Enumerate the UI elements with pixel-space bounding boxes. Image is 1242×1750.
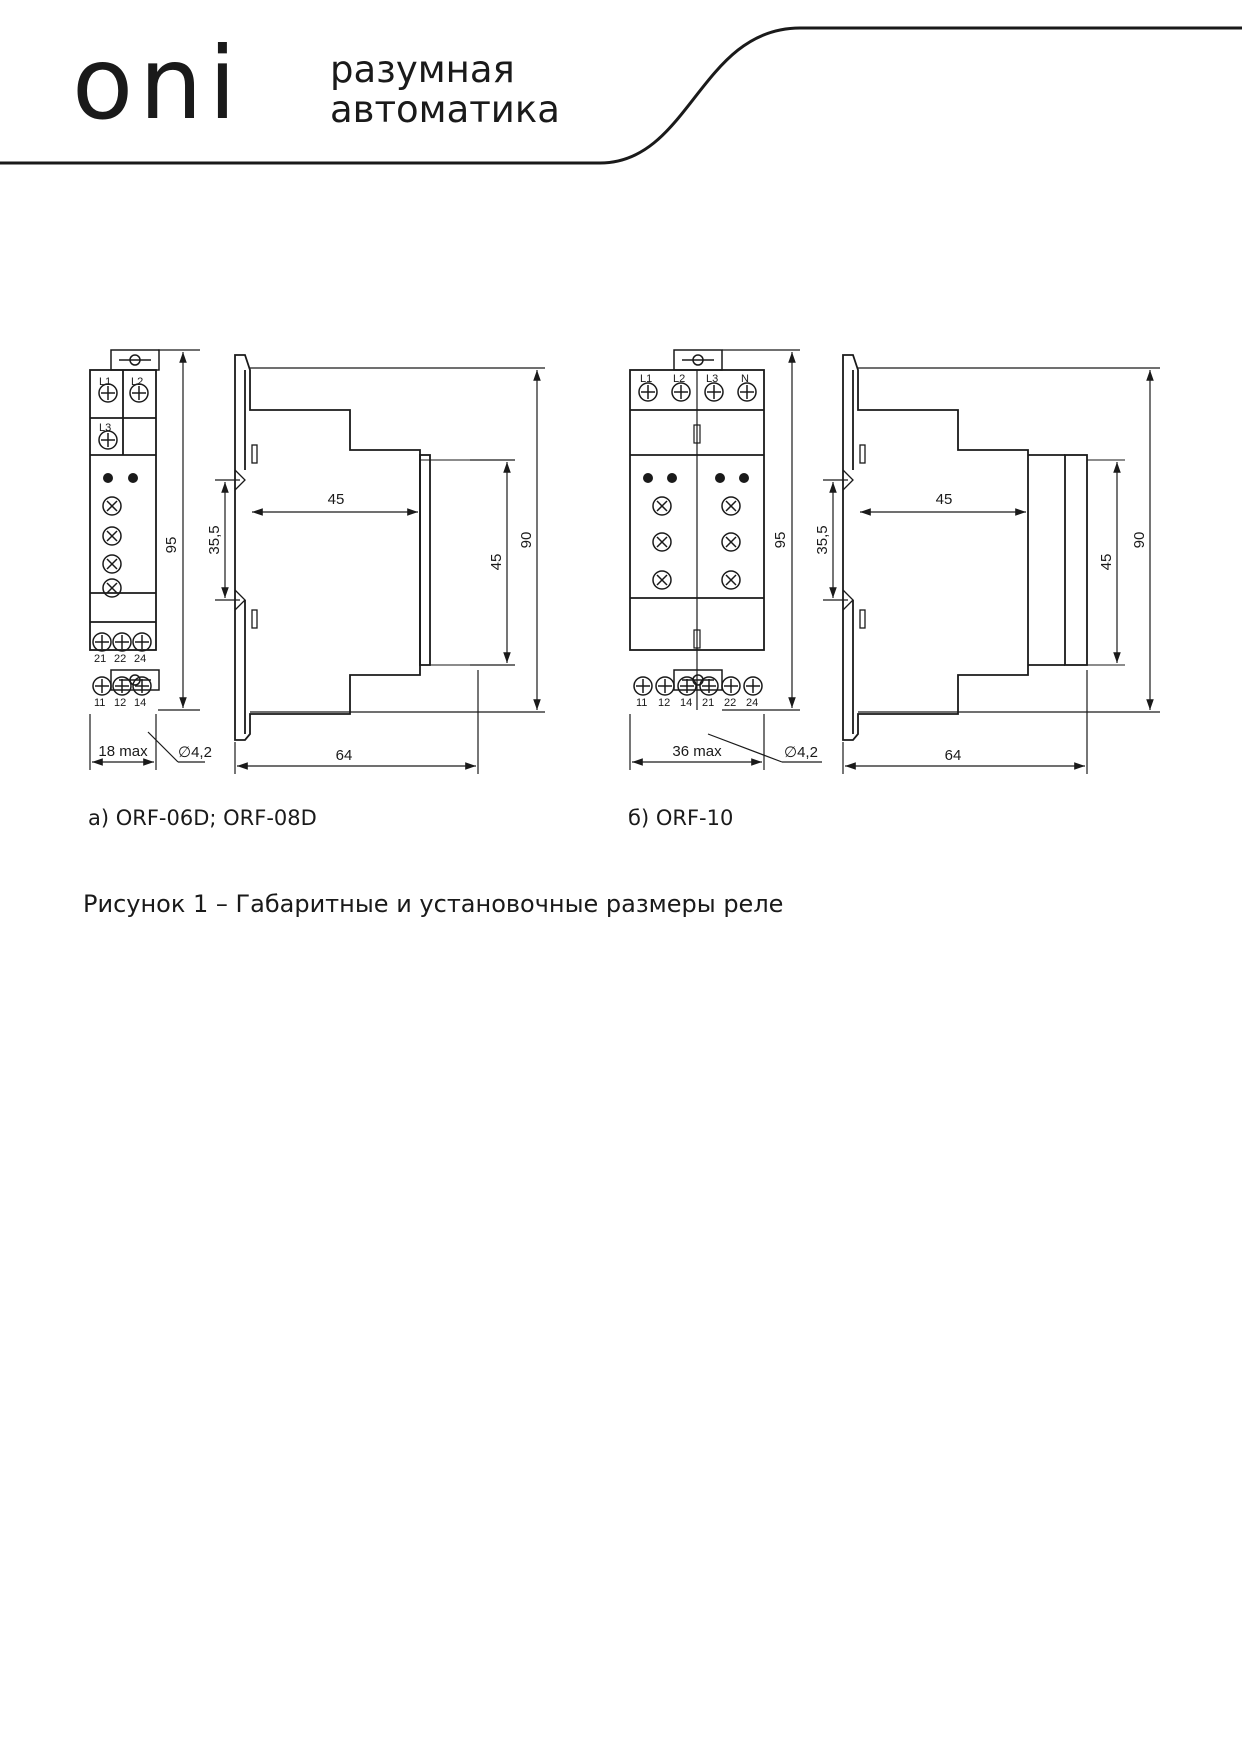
fig-a-terminal-12: 12 (114, 697, 126, 709)
fig-b-dim-rail: 35,5 (814, 525, 831, 554)
fig-a-dim-depth-upper: 45 (328, 491, 345, 508)
fig-b-terminal-21: 21 (702, 697, 714, 709)
fig-b-terminal-14: 14 (680, 697, 692, 709)
tagline-line-1: разумная (330, 48, 515, 91)
dimension-drawings: L1 L2 L3 21 22 24 11 12 14 95 18 max ∅4,… (89, 349, 1160, 774)
fig-a-terminal-14: 14 (134, 697, 146, 709)
figure-a-front-view (89, 349, 160, 691)
figure-b-front-view (629, 349, 765, 710)
figure-a-caption: а) ORF-06D; ORF-08D (88, 806, 317, 830)
fig-a-terminal-21: 21 (94, 653, 106, 665)
figure-b-caption: б) ORF-10 (628, 806, 734, 830)
fig-b-dim-depth-upper: 45 (936, 491, 953, 508)
fig-a-dim-width: 18 max (98, 743, 148, 760)
fig-b-terminal-24: 24 (746, 697, 758, 709)
fig-b-dim-depth-total: 64 (945, 747, 962, 764)
fig-a-dim-body-height: 90 (518, 532, 535, 549)
fig-b-terminal-l2: L2 (673, 373, 685, 385)
fig-b-dim-hole: ∅4,2 (784, 744, 818, 761)
fig-b-terminal-l3: L3 (706, 373, 718, 385)
brand-tagline: разумная автоматика (330, 50, 560, 130)
fig-a-terminal-l2: L2 (131, 376, 143, 388)
figure-title: Рисунок 1 – Габаритные и установочные ра… (83, 890, 784, 918)
fig-a-terminal-l1: L1 (99, 376, 111, 388)
fig-a-dim-rail: 35,5 (206, 525, 223, 554)
fig-b-terminal-11: 11 (636, 697, 647, 709)
header-band (0, 26, 1242, 165)
fig-b-terminal-n: N (741, 373, 749, 385)
tagline-line-2: автоматика (330, 88, 560, 131)
fig-b-dim-width: 36 max (672, 743, 722, 760)
figure-b-side-view (842, 354, 1125, 741)
fig-a-terminal-22: 22 (114, 653, 126, 665)
fig-a-terminal-11: 11 (94, 697, 105, 709)
brand-logo: oni (72, 25, 243, 142)
fig-a-terminal-l3: L3 (99, 422, 111, 434)
fig-a-terminal-24: 24 (134, 653, 146, 665)
fig-a-dim-hole: ∅4,2 (178, 744, 212, 761)
fig-a-dim-front-height: 45 (488, 554, 505, 571)
fig-b-terminal-22: 22 (724, 697, 736, 709)
fig-b-terminal-12: 12 (658, 697, 670, 709)
fig-b-dim-front-height: 45 (1098, 554, 1115, 571)
fig-a-dim-depth-total: 64 (336, 747, 353, 764)
figure-a-side-view (234, 354, 470, 741)
fig-a-dim-height: 95 (163, 537, 180, 554)
fig-b-dim-body-height: 90 (1131, 532, 1148, 549)
fig-b-dim-height: 95 (772, 532, 789, 549)
fig-b-terminal-l1: L1 (640, 373, 652, 385)
